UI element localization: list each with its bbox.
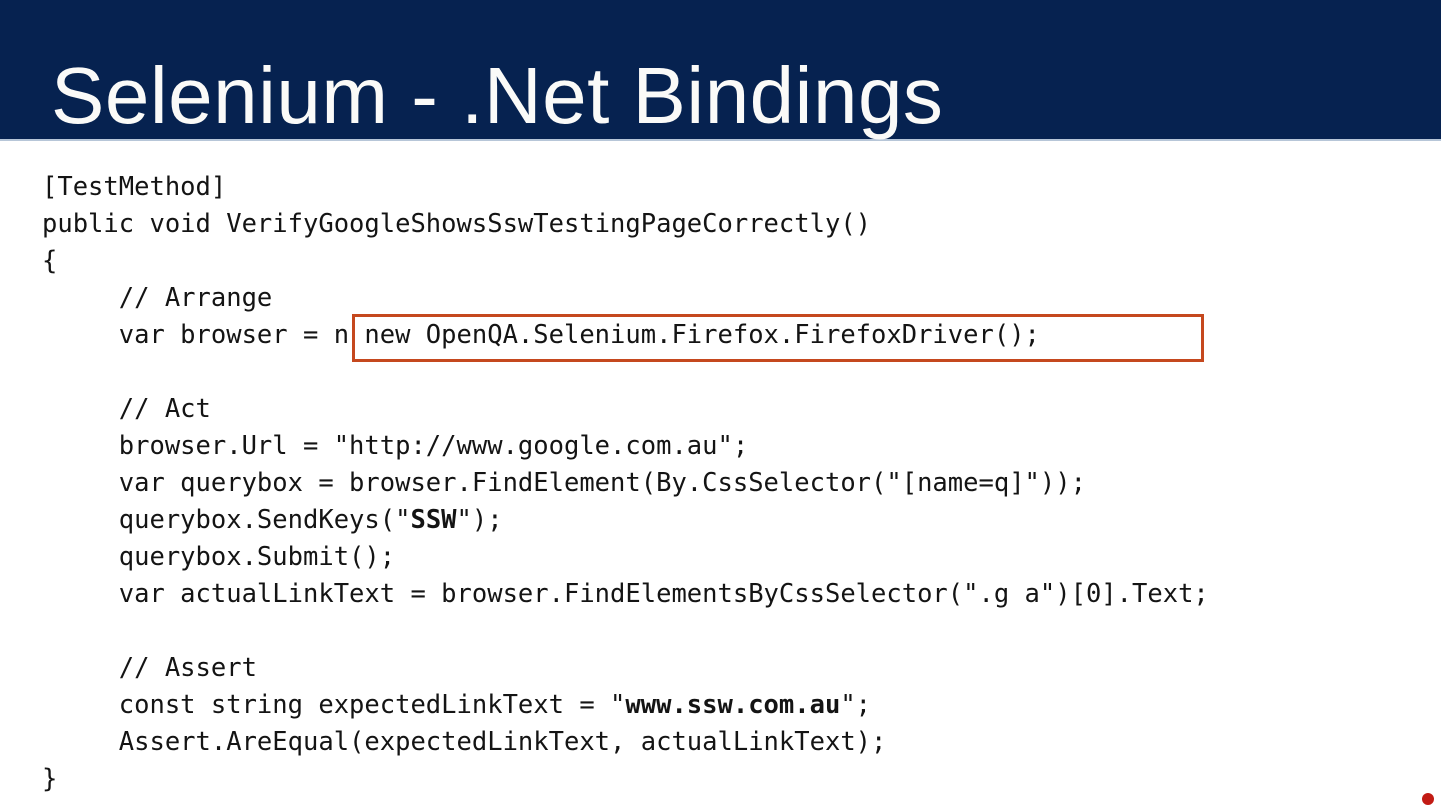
code-line: browser.Url = "http://www.google.com.au"… [42, 431, 749, 461]
red-dot [1422, 793, 1434, 805]
code-line: Assert.AreEqual(expectedLinkText, actual… [42, 727, 887, 757]
code-line: // Act [42, 394, 211, 424]
code-line: var querybox = browser.FindElement(By.Cs… [42, 468, 1086, 498]
code-line: var browser = n new OpenQA.Selenium.Fire… [42, 320, 1040, 350]
slide-header: Selenium - .Net Bindings [0, 0, 1441, 141]
code-block: [TestMethod] public void VerifyGoogleShow… [42, 169, 1209, 798]
slide-title: Selenium - .Net Bindings [51, 51, 944, 140]
code-line: // Assert [42, 653, 257, 683]
code-line: public void VerifyGoogleShowsSswTestingP… [42, 209, 872, 239]
code-line: [TestMethod] [42, 172, 227, 202]
code-line: var actualLinkText = browser.FindElement… [42, 579, 1209, 609]
code-line: // Arrange [42, 283, 273, 313]
code-line: querybox.Submit(); [42, 542, 396, 572]
code-line: const string expectedLinkText = "www.ssw… [42, 690, 872, 720]
code-line: querybox.SendKeys("SSW"); [42, 505, 503, 535]
code-line: { [42, 246, 58, 276]
code-line [42, 354, 1209, 391]
code-line [42, 613, 1209, 650]
code-line: } [42, 764, 58, 794]
